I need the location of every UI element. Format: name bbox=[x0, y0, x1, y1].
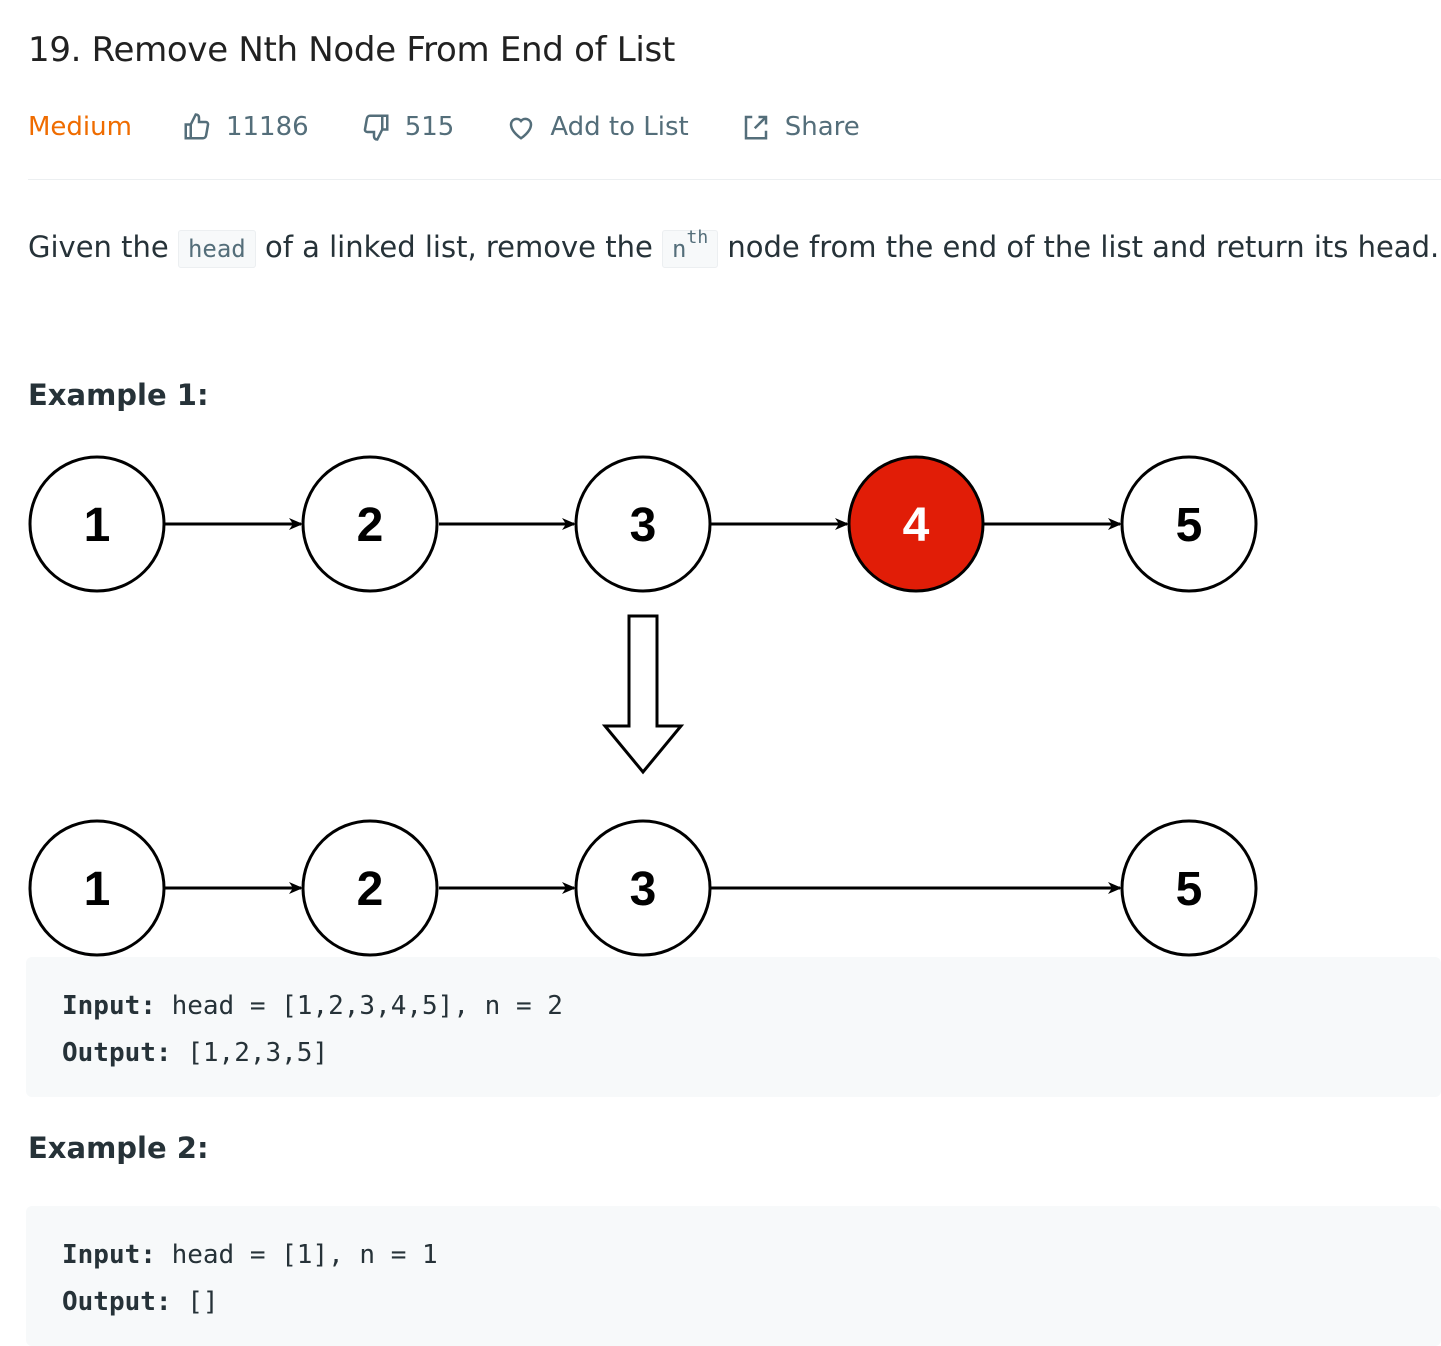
like-count: 11186 bbox=[225, 112, 309, 142]
top-node-5-circle bbox=[1120, 455, 1258, 593]
bottom-node-1-label: 1 bbox=[84, 863, 111, 916]
top-node-2-circle bbox=[301, 455, 439, 593]
bottom-node-2-circle bbox=[301, 819, 439, 957]
top-node-3-circle bbox=[574, 455, 712, 593]
problem-meta-bar: Medium 11186 515 Add to List Share bbox=[28, 106, 912, 148]
example-1-diagram: 1 2 3 4 5 1 2 3 5 bbox=[28, 455, 1258, 957]
top-node-1-circle bbox=[28, 455, 166, 593]
thumbs-down-icon bbox=[363, 114, 389, 141]
problem-description: Given the head of a linked list, remove … bbox=[28, 214, 1439, 273]
difficulty-badge: Medium bbox=[28, 112, 132, 142]
bottom-node-2-label: 2 bbox=[357, 863, 384, 916]
example-2-code-block: Input: head = [1], n = 1 Output: [] bbox=[26, 1206, 1441, 1346]
top-node-1-label: 1 bbox=[84, 499, 111, 552]
top-node-4-circle bbox=[847, 455, 985, 593]
divider bbox=[28, 179, 1441, 180]
like-button[interactable]: 11186 bbox=[182, 112, 309, 142]
inline-code-head: head bbox=[177, 230, 256, 268]
dislike-count: 515 bbox=[404, 112, 455, 142]
share-icon bbox=[744, 115, 767, 140]
add-to-list-button[interactable]: Add to List bbox=[506, 112, 689, 142]
thumbs-up-icon bbox=[184, 113, 210, 140]
top-node-2-label: 2 bbox=[357, 499, 384, 552]
add-to-list-label: Add to List bbox=[550, 112, 689, 142]
transform-down-arrow bbox=[601, 614, 685, 775]
example-1-title: Example 1: bbox=[28, 378, 209, 412]
share-label: Share bbox=[784, 112, 860, 142]
top-node-3-label: 3 bbox=[630, 499, 657, 552]
bottom-node-3-label: 3 bbox=[630, 863, 657, 916]
dislike-button[interactable]: 515 bbox=[361, 112, 455, 142]
example-1-code-block: Input: head = [1,2,3,4,5], n = 2 Output:… bbox=[26, 957, 1441, 1097]
problem-title: 19. Remove Nth Node From End of List bbox=[28, 30, 676, 70]
share-button[interactable]: Share bbox=[741, 112, 860, 142]
top-node-4-label: 4 bbox=[903, 499, 930, 552]
heart-icon bbox=[510, 117, 533, 140]
bottom-node-3-circle bbox=[574, 819, 712, 957]
example-2-title: Example 2: bbox=[28, 1131, 209, 1165]
bottom-node-4-label: 5 bbox=[1176, 863, 1203, 916]
bottom-node-4-circle bbox=[1120, 819, 1258, 957]
top-node-5-label: 5 bbox=[1176, 499, 1203, 552]
inline-code-nth: nth bbox=[662, 227, 719, 268]
bottom-node-1-circle bbox=[28, 819, 166, 957]
